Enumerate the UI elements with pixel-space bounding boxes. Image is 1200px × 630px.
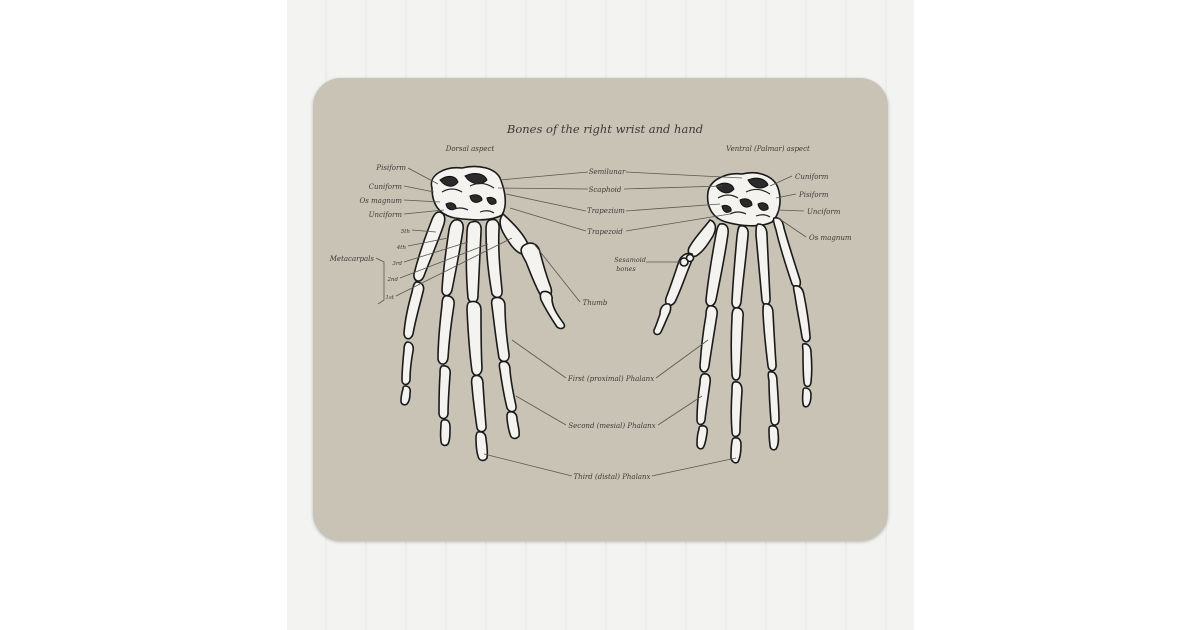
label-scaphoid: Scaphoid — [589, 186, 622, 194]
dorsal-finger-index — [485, 218, 521, 440]
label-trapezium: Trapezium — [587, 207, 625, 215]
ventral-carpals — [706, 172, 781, 227]
label-right-os-magnum: Os magnum — [809, 234, 852, 242]
ventral-hand — [653, 172, 813, 464]
dorsal-hand — [400, 165, 566, 462]
ventral-finger-index — [696, 223, 729, 450]
label-first-phalanx: First (proximal) Phalanx — [567, 375, 654, 383]
dorsal-aspect-label: Dorsal aspect — [445, 145, 495, 153]
label-os-magnum: Os magnum — [359, 197, 402, 205]
label-semilunar: Semilunar — [589, 168, 626, 176]
ventral-finger-middle — [730, 225, 749, 464]
label-right-pisiform: Pisiform — [798, 191, 829, 199]
label-thumb: Thumb — [583, 299, 608, 307]
dorsal-carpals — [430, 165, 507, 221]
label-sesamoid-line1: Sesamoid — [614, 256, 646, 264]
label-sesamoid-line2: bones — [616, 265, 636, 273]
label-cuniform: Cuniform — [369, 183, 403, 191]
diagram-title: Bones of the right wrist and hand — [506, 122, 703, 136]
label-pisiform: Pisiform — [375, 164, 406, 172]
dorsal-finger-little — [400, 211, 446, 406]
label-m4: 4th — [396, 245, 407, 251]
label-m3: 3rd — [392, 261, 402, 267]
label-trapezoid: Trapezoid — [587, 228, 623, 236]
label-second-phalanx: Second (mesial) Phalanx — [568, 422, 655, 430]
dorsal-thumb — [499, 212, 566, 330]
label-unciform: Unciform — [369, 211, 403, 219]
ventral-aspect-label: Ventral (Palmar) aspect — [726, 145, 810, 153]
dorsal-finger-ring — [437, 219, 464, 447]
label-metacarpals: Metacarpals — [329, 255, 375, 263]
label-m5: 5th — [401, 229, 411, 235]
dorsal-finger-middle — [465, 220, 489, 462]
leader-lines — [375, 167, 807, 477]
label-m2: 2nd — [386, 277, 398, 283]
labels: Pisiform Cuniform Os magnum Unciform Met… — [329, 164, 852, 481]
ventral-finger-ring — [755, 223, 780, 451]
label-right-unciform: Unciform — [807, 208, 841, 216]
label-third-phalanx: Third (distal) Phalanx — [574, 473, 651, 481]
label-right-cuniform: Cuniform — [795, 173, 829, 181]
label-m1: 1st — [385, 295, 394, 301]
ventral-finger-little — [772, 217, 813, 408]
